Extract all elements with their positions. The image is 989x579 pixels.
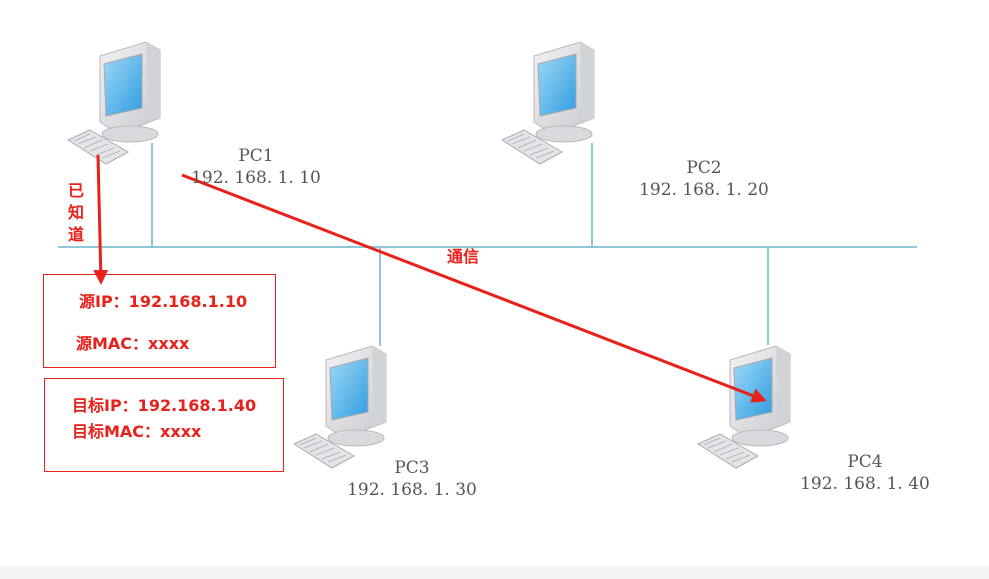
known-label-char: 道	[68, 225, 85, 244]
known-label: 已 知 道	[68, 180, 84, 246]
pc3-computer-icon	[293, 345, 387, 469]
target-ip-text: 目标IP：192.168.1.40	[72, 396, 257, 415]
pc4-label: PC4 192. 168. 1. 40	[795, 451, 935, 495]
pc4-ip: 192. 168. 1. 40	[800, 474, 930, 494]
known-arrow	[93, 154, 109, 285]
communication-label: 通信	[447, 247, 480, 266]
pc2-computer-icon	[501, 41, 595, 165]
pc1-label: PC1 192. 168. 1. 10	[186, 145, 326, 189]
pc1-name: PC1	[238, 146, 274, 166]
pc2-name: PC2	[686, 158, 722, 178]
target-mac-text: 目标MAC：xxxx	[72, 422, 202, 441]
source-mac-text: 源MAC：xxxx	[76, 334, 190, 353]
source-info-box	[43, 274, 276, 368]
network-diagram	[58, 41, 917, 469]
communication-arrow	[181, 173, 767, 403]
target-info-box	[44, 378, 284, 472]
footer-strip	[0, 566, 989, 579]
pc1-computer-icon	[67, 41, 161, 165]
known-label-char: 已	[68, 181, 85, 200]
pc3-name: PC3	[394, 458, 430, 478]
pc3-label: PC3 192. 168. 1. 30	[342, 457, 482, 501]
pc2-label: PC2 192. 168. 1. 20	[634, 157, 774, 201]
pc3-ip: 192. 168. 1. 30	[347, 480, 477, 500]
source-ip-text: 源IP：192.168.1.10	[79, 292, 248, 311]
known-label-char: 知	[68, 203, 85, 222]
pc4-computer-icon	[697, 345, 791, 469]
pc2-ip: 192. 168. 1. 20	[639, 180, 769, 200]
pc4-name: PC4	[847, 452, 883, 472]
pc1-ip: 192. 168. 1. 10	[191, 168, 321, 188]
